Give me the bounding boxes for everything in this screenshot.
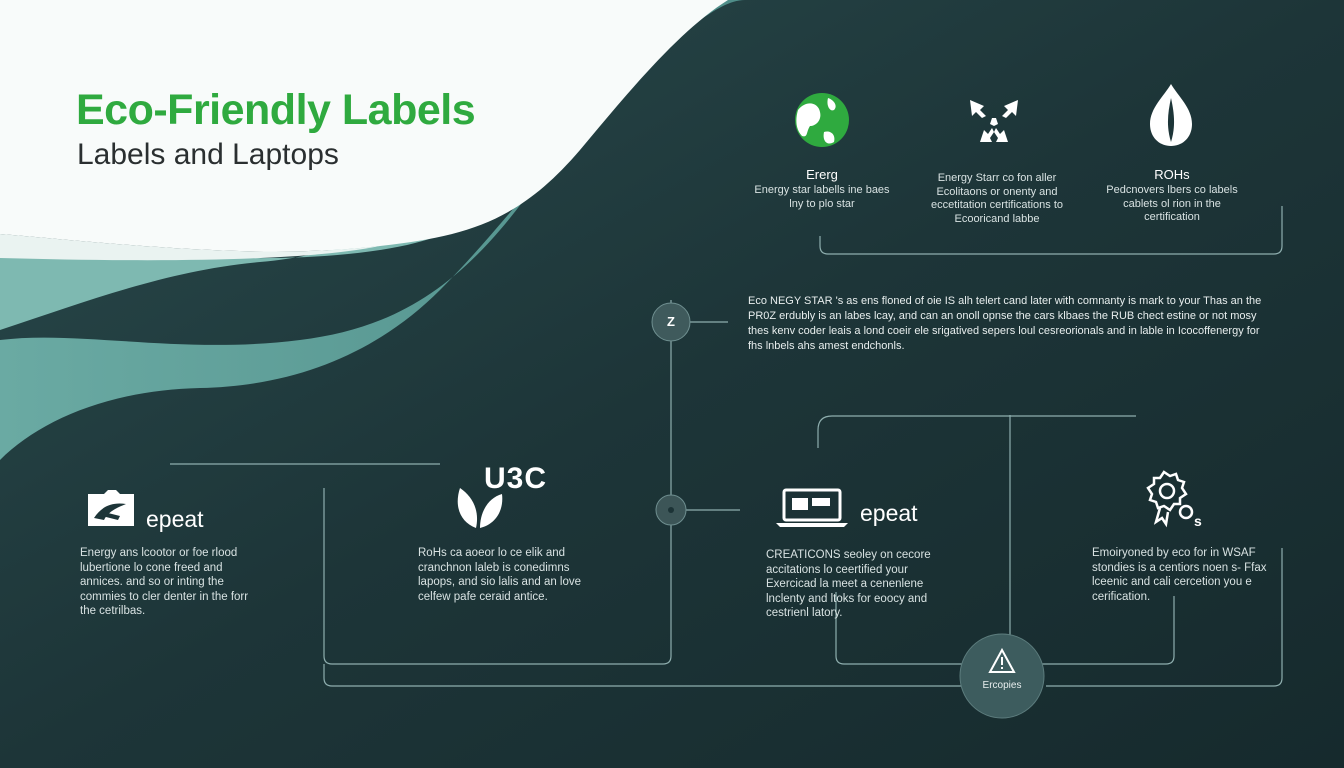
bottom-card-1-text: Energy ans lcootor or foe rlood lubertio… — [80, 547, 249, 617]
page-title: Eco-Friendly Labels — [76, 86, 476, 134]
node-circle — [651, 302, 691, 342]
bottom-node-circle — [959, 633, 1045, 719]
node-marker: Z — [667, 314, 675, 329]
top-card-2-text: Energy Starr co fon aller Ecolitaons or … — [930, 172, 1064, 225]
description-paragraph: Eco NEGY STAR 's as ens floned of oie IS… — [748, 295, 1262, 352]
recycle-arrows-icon — [964, 96, 1024, 148]
epeat-badge-icon — [86, 488, 136, 528]
teal-wave — [0, 0, 745, 460]
bottom-card-4-text: Emoiryoned by eco for in WSAF stondies i… — [1092, 547, 1267, 603]
bottom-card-1-brand: epeat — [146, 506, 204, 532]
svg-text:s: s — [1194, 513, 1202, 529]
light-header-area — [0, 0, 728, 252]
certificate-seal-icon: s — [1140, 468, 1208, 530]
bottom-node-label: Ercopies — [982, 680, 1022, 691]
bottom-card-3-text: CREATICONS seoley on cecore accitations … — [766, 549, 931, 619]
globe-icon — [794, 92, 852, 148]
page-subtitle: Labels and Laptops — [77, 138, 339, 171]
top-card-1-title: Ererg — [806, 167, 838, 182]
top-card-1-text: Energy star labells ine baes lny to plo … — [754, 184, 890, 210]
leaf-drop-icon — [1148, 82, 1194, 148]
warning-icon — [988, 647, 1016, 674]
top-card-3-title: ROHs — [1154, 167, 1190, 182]
leaf-icon — [452, 478, 504, 530]
bottom-card-3-brand: epeat — [860, 500, 918, 526]
bottom-card-2-text: RoHs ca aoeor lo ce elik and cranchnon l… — [418, 547, 582, 603]
top-card-3-text: Pedcnovers lbers co labels cablets ol ri… — [1106, 184, 1238, 223]
bottom-card-2-brand: U3C — [484, 462, 548, 495]
light-teal-wave — [0, 0, 740, 330]
laptop-icon — [774, 487, 850, 529]
